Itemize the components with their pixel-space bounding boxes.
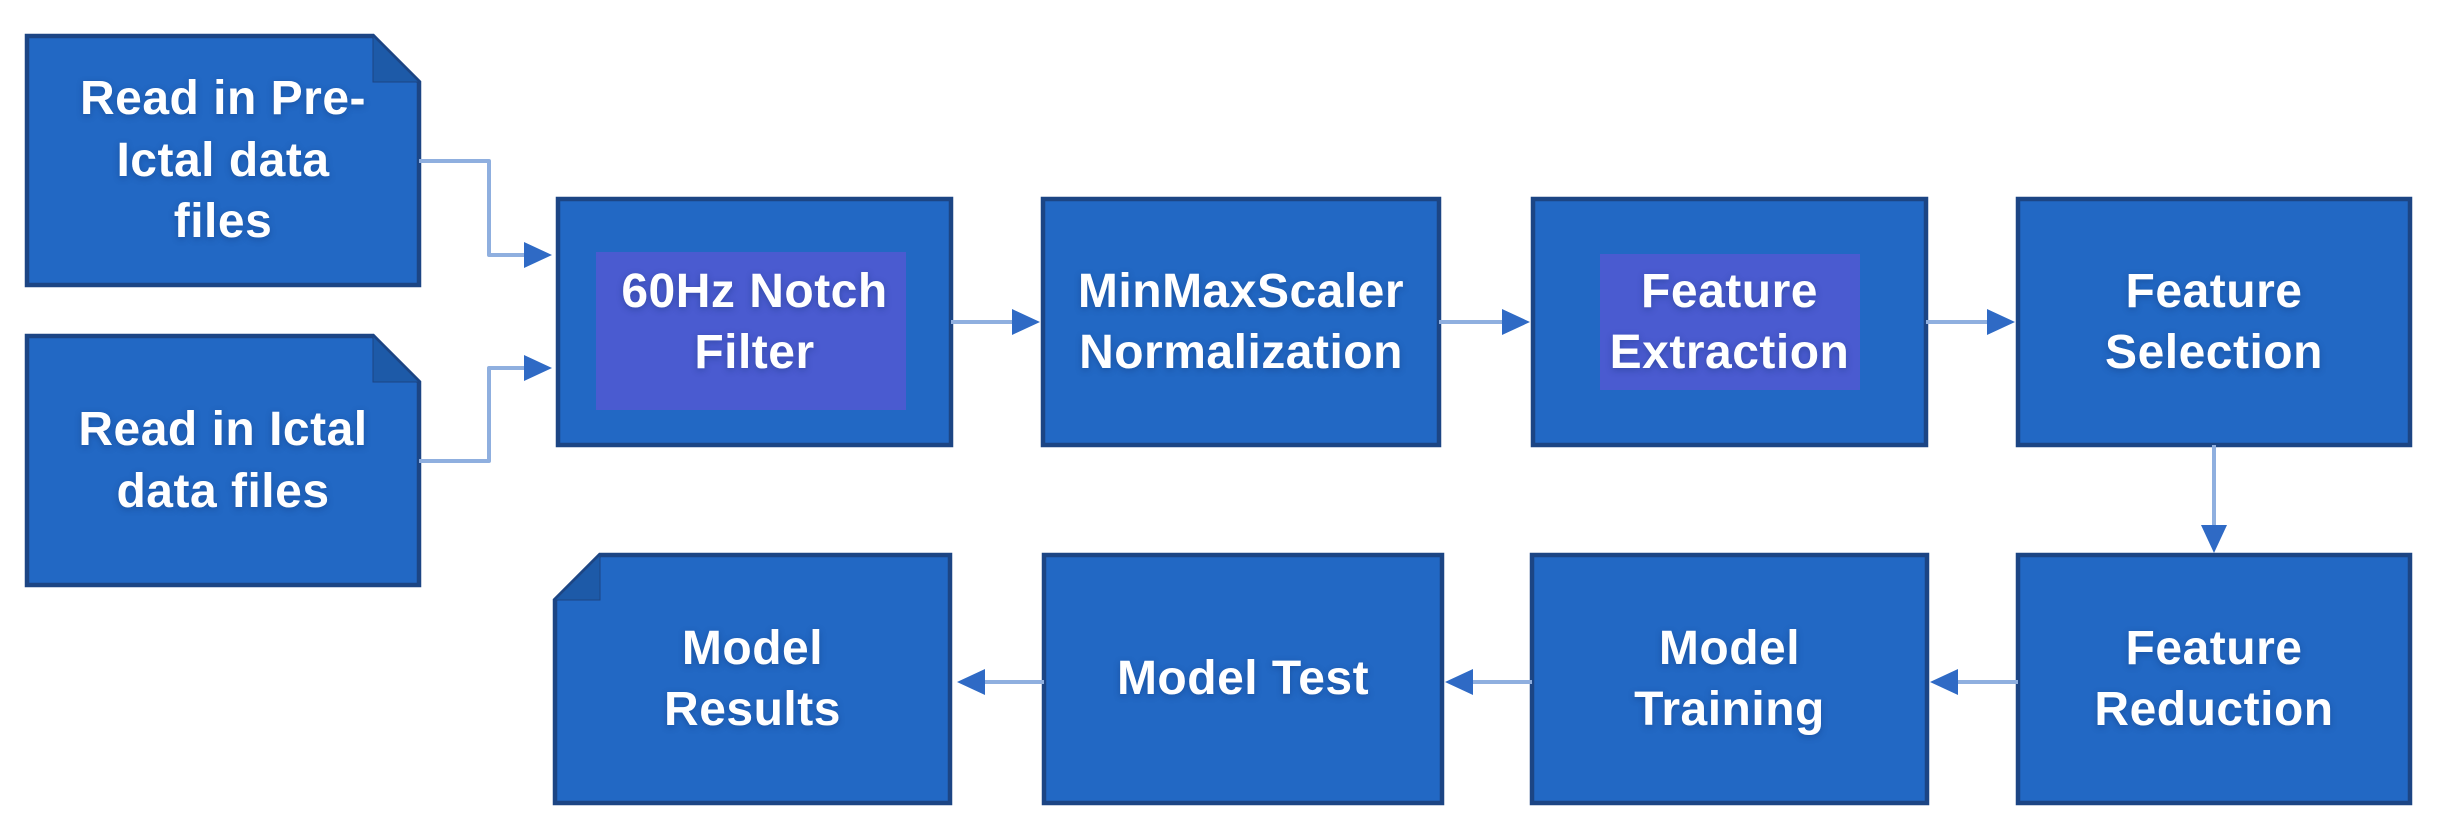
node-box-model-results <box>552 552 953 806</box>
node-box-minmax-normalization <box>1040 196 1442 448</box>
connector-arrowhead-model-test-to-model-results <box>957 669 985 695</box>
node-box-model-training <box>1529 552 1930 806</box>
node-box-model-test <box>1041 552 1445 806</box>
text-highlight-feature-extraction <box>1600 254 1860 390</box>
node-box-feature-selection <box>2015 196 2413 448</box>
node-box-read-pre-ictal <box>24 33 422 288</box>
node-box-read-ictal <box>24 333 422 588</box>
folded-corner-read-pre-ictal <box>372 34 421 83</box>
connector-line-read-ictal-to-notch-filter <box>419 366 526 463</box>
text-highlight-notch-filter <box>596 252 906 410</box>
connector-arrowhead-notch-filter-to-minmax <box>1012 309 1040 335</box>
connector-arrowhead-feature-extraction-to-feature-selection <box>1987 309 2015 335</box>
folded-corner-model-results <box>553 553 601 601</box>
folded-corner-read-ictal <box>372 334 421 383</box>
node-box-feature-reduction <box>2015 552 2413 806</box>
connector-arrowhead-feature-reduction-to-model-training <box>1930 669 1958 695</box>
connector-arrowhead-read-pre-ictal-to-notch-filter <box>524 242 552 268</box>
connector-arrowhead-minmax-to-feature-extraction <box>1502 309 1530 335</box>
connector-arrowhead-feature-selection-to-feature-reduction <box>2201 525 2227 553</box>
connector-arrowhead-read-ictal-to-notch-filter <box>524 355 552 381</box>
connector-arrowhead-model-training-to-model-test <box>1445 669 1473 695</box>
connector-line-read-pre-ictal-to-notch-filter <box>419 159 526 257</box>
